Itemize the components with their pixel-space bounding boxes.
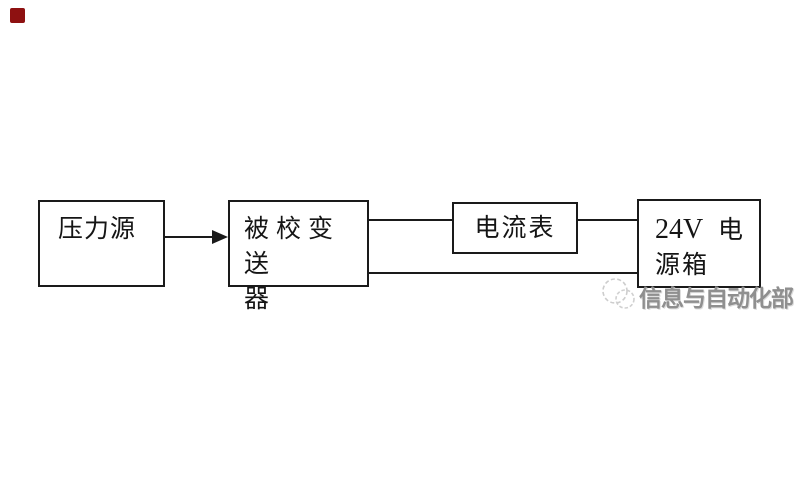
box-transmitter: 被校变送 器 [228, 200, 369, 313]
watermark-logo-icon [602, 278, 635, 309]
box-power-supply: 24V 电 源箱 [637, 199, 761, 288]
power-supply-label-line1-right: 电 [717, 217, 743, 244]
pressure-source-label: 压力源 [58, 216, 137, 243]
box-ammeter: 电流表 [452, 202, 578, 254]
connector-ammeter-to-power [578, 219, 637, 221]
box-pressure-source: 压力源 [38, 200, 165, 287]
connector-transmitter-to-ammeter [369, 219, 452, 221]
connector-transmitter-to-power [369, 272, 637, 274]
watermark-text: 信息与自动化部 [639, 285, 794, 311]
power-supply-voltage: 24V [655, 214, 704, 245]
arrow-head-icon [212, 230, 228, 244]
red-square-marker [10, 8, 25, 23]
power-supply-label-line1: 24V 电 [655, 215, 743, 246]
power-supply-label-line2: 源箱 [655, 252, 710, 279]
transmitter-label-line1: 被校变送 [244, 216, 341, 278]
connector-pressure-to-transmitter [164, 236, 214, 238]
ammeter-label: 电流表 [474, 215, 556, 242]
transmitter-label-line2: 器 [244, 286, 270, 313]
